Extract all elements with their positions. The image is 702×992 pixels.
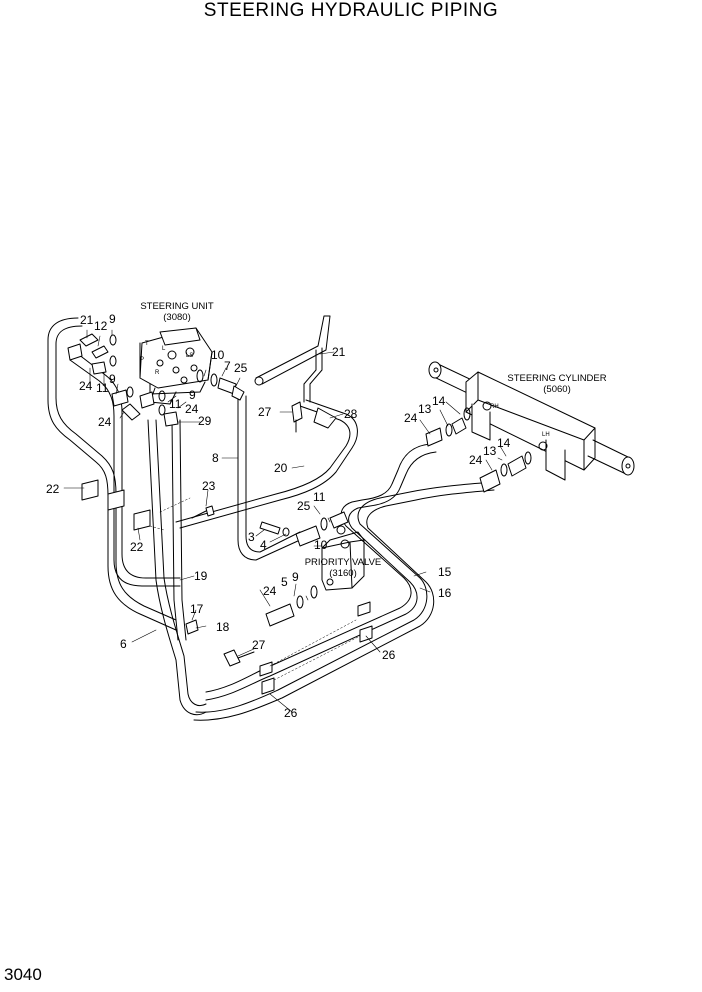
callout-29: 29 xyxy=(198,414,212,428)
callout-21: 21 xyxy=(332,345,346,359)
callout-8: 8 xyxy=(212,451,219,465)
callout-19: 19 xyxy=(194,569,208,583)
callout-20: 20 xyxy=(274,461,288,475)
steering-cylinder-label: STEERING CYLINDER xyxy=(507,373,606,384)
steering-cylinder-body xyxy=(428,361,635,481)
callout-14: 14 xyxy=(432,394,446,408)
page-title: STEERING HYDRAULIC PIPING xyxy=(203,0,499,21)
steering-unit-body xyxy=(139,327,213,405)
port-mark-rh: RH xyxy=(490,404,499,410)
callout-15: 15 xyxy=(438,565,452,579)
callout-27: 27 xyxy=(258,405,272,419)
steering-unit-ref: (3080) xyxy=(163,312,190,323)
fittings-unit-right xyxy=(196,369,245,401)
hose-8 xyxy=(237,395,301,561)
fittings-priority xyxy=(265,511,349,627)
port-mark-p: P xyxy=(140,357,144,363)
leader-lines xyxy=(63,329,507,713)
callout-9: 9 xyxy=(109,312,116,326)
priority-valve-body xyxy=(321,531,365,591)
callout-16: 16 xyxy=(438,586,452,600)
callout-6: 6 xyxy=(120,637,127,651)
callouts: 21 12 9 24 11 9 24 11 9 24 29 10 7 25 21… xyxy=(46,312,511,720)
callout-11: 11 xyxy=(169,397,182,411)
port-mark-r: R xyxy=(155,370,160,376)
callout-28: 28 xyxy=(344,407,358,421)
callout-17: 17 xyxy=(190,602,204,616)
pipe-20 xyxy=(175,399,358,529)
callout-25: 25 xyxy=(234,361,248,375)
bolts xyxy=(185,401,303,667)
callout-10: 10 xyxy=(314,538,328,552)
callout-26: 26 xyxy=(382,648,396,662)
callout-24: 24 xyxy=(79,379,93,393)
callout-9: 9 xyxy=(189,388,196,402)
callout-9: 9 xyxy=(292,570,299,584)
hose-19 xyxy=(69,353,181,587)
callout-3: 3 xyxy=(248,530,255,544)
callout-18: 18 xyxy=(216,620,230,634)
callout-24: 24 xyxy=(98,415,112,429)
steering-cylinder-ref: (5060) xyxy=(543,384,570,395)
callout-21: 21 xyxy=(80,313,94,327)
callout-13: 13 xyxy=(483,444,497,458)
priority-valve-ref: (3160) xyxy=(329,568,356,579)
callout-11: 11 xyxy=(96,381,109,395)
port-mark-ls: LS xyxy=(186,353,193,359)
callout-24: 24 xyxy=(404,411,418,425)
callout-27: 27 xyxy=(252,638,266,652)
callout-7: 7 xyxy=(224,359,231,373)
callout-12: 12 xyxy=(94,319,108,333)
guide-lines xyxy=(149,497,361,681)
callout-11: 11 xyxy=(313,490,326,504)
brackets xyxy=(81,479,373,695)
callout-23: 23 xyxy=(202,479,216,493)
callout-24: 24 xyxy=(263,584,277,598)
callout-24: 24 xyxy=(469,453,483,467)
callout-14: 14 xyxy=(497,436,511,450)
page-number: 3040 xyxy=(4,965,42,984)
callout-13: 13 xyxy=(418,402,432,416)
callout-22: 22 xyxy=(46,482,60,496)
callout-22: 22 xyxy=(130,540,144,554)
callout-4: 4 xyxy=(260,538,267,552)
callout-5: 5 xyxy=(281,575,288,589)
priority-valve-label: PRIORITY VALVE xyxy=(305,557,382,568)
hose-6 xyxy=(47,317,177,631)
callout-10: 10 xyxy=(211,348,225,362)
fittings-cylinder xyxy=(425,407,532,493)
callout-9: 9 xyxy=(109,372,116,386)
port-mark-t: T xyxy=(145,341,149,347)
port-mark-l: L xyxy=(162,346,166,352)
steering-unit-label: STEERING UNIT xyxy=(140,301,214,312)
callout-25: 25 xyxy=(297,499,311,513)
callout-24: 24 xyxy=(185,402,199,416)
callout-26: 26 xyxy=(284,706,298,720)
upper-tube xyxy=(254,315,337,429)
port-mark-lh: LH xyxy=(542,432,550,438)
center-hoses xyxy=(147,419,207,716)
